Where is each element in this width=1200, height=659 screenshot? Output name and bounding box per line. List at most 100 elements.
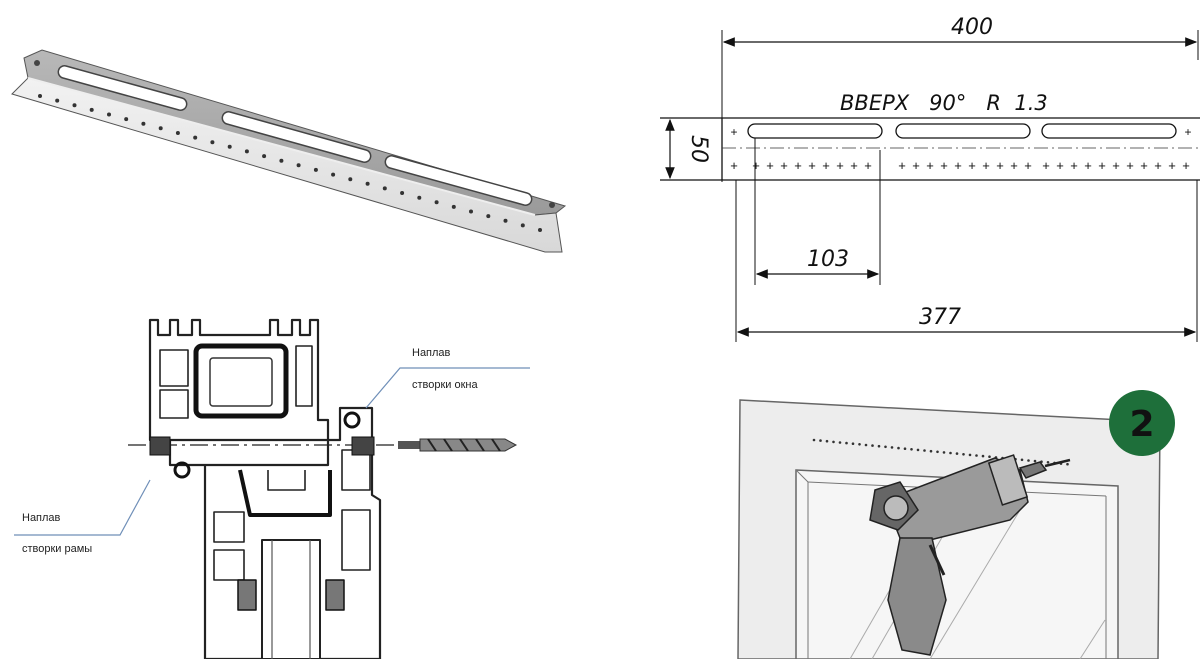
drawing-hole-mark: + bbox=[1084, 158, 1092, 173]
bracket-hole bbox=[262, 154, 267, 159]
label-sash-overlap-line2: створки окна bbox=[412, 379, 479, 391]
svg-text:+: + bbox=[730, 125, 737, 139]
drill-mark bbox=[916, 448, 920, 452]
drill-mark bbox=[1033, 459, 1037, 463]
drawing-hole-mark: + bbox=[836, 158, 844, 173]
dimension-height: 50 bbox=[660, 117, 711, 181]
bracket-slot bbox=[57, 65, 188, 111]
bracket-hole bbox=[520, 223, 525, 228]
drawing-hole-mark: + bbox=[912, 158, 920, 173]
drill-mark bbox=[832, 440, 835, 444]
bend-note: ВВЕРХ 90° R 1.3 bbox=[840, 91, 1048, 115]
drawing-hole-mark: + bbox=[926, 158, 934, 173]
drilling-illustration: 2 bbox=[600, 370, 1200, 659]
steel-reinforcement bbox=[238, 469, 332, 517]
drawing-hole-mark: + bbox=[752, 158, 760, 173]
drawing-hole-mark: + bbox=[1042, 158, 1050, 173]
drawing-hole-mark: + bbox=[1168, 158, 1176, 173]
bracket-hole bbox=[244, 149, 249, 154]
bracket-hole bbox=[348, 177, 353, 182]
step-number-badge: 2 bbox=[1109, 390, 1175, 456]
bracket-hole bbox=[227, 144, 232, 149]
bracket-hole bbox=[313, 167, 318, 172]
drill-mark bbox=[968, 453, 972, 457]
dimension-total-length: 400 bbox=[721, 15, 1199, 182]
bracket-hole bbox=[400, 191, 405, 195]
drawing-hole-row: +++++++++++++++++++++++++++++++ bbox=[730, 158, 1190, 173]
bracket-technical-drawing: 400 ВВЕРХ 90° R 1.3 + + + + + + + + + + + + + + + + + +… bbox=[600, 0, 1200, 370]
drill-mark bbox=[903, 447, 907, 450]
drill-mark bbox=[838, 441, 842, 444]
dimension-hole-pitch: 103 bbox=[754, 138, 881, 285]
drill-mark bbox=[825, 439, 829, 443]
drill-mark bbox=[988, 455, 991, 458]
bracket-hole bbox=[175, 131, 180, 135]
drawing-hole-mark: + bbox=[1056, 158, 1064, 173]
drawing-hole-mark: + bbox=[1112, 158, 1120, 173]
bracket-slot bbox=[221, 111, 372, 163]
drill-mark bbox=[910, 448, 913, 451]
drawing-hole-mark: + bbox=[780, 158, 788, 173]
dimension-label-103: 103 bbox=[807, 247, 849, 272]
bracket-hole bbox=[296, 163, 301, 168]
drawing-hole-mark: + bbox=[954, 158, 962, 173]
bracket-hole bbox=[538, 228, 542, 232]
electric-drill-icon bbox=[869, 454, 1071, 656]
step-number: 2 bbox=[1129, 404, 1154, 445]
label-sash-overlap-line1: Наплав bbox=[412, 347, 451, 359]
drawing-hole-mark: + bbox=[898, 158, 906, 173]
drill-mark-row bbox=[812, 438, 1069, 466]
drawing-hole-mark: + bbox=[864, 158, 872, 173]
label-frame-overlap-line2: створки рамы bbox=[22, 543, 92, 555]
bracket-hole bbox=[486, 214, 491, 219]
drill-mark bbox=[1020, 458, 1024, 462]
drawing-hole-mark: + bbox=[850, 158, 858, 173]
dimension-inner-length: 377 bbox=[735, 180, 1198, 342]
drawing-hole-mark: + bbox=[982, 158, 990, 173]
drill-mark bbox=[1046, 461, 1050, 464]
drill-mark bbox=[1027, 459, 1030, 462]
drill-mark bbox=[981, 454, 985, 458]
bracket-hole bbox=[434, 200, 439, 205]
dimension-label-400: 400 bbox=[951, 15, 993, 40]
bracket-hole bbox=[158, 126, 163, 131]
drawing-hole-mark: + bbox=[1126, 158, 1134, 173]
bracket-hole bbox=[38, 94, 42, 98]
bracket-hole bbox=[382, 186, 387, 191]
bracket-slots bbox=[57, 65, 533, 206]
drawing-slot bbox=[895, 123, 1031, 139]
bracket-hole bbox=[417, 195, 422, 200]
label-frame-overlap-line1: Наплав bbox=[22, 512, 61, 524]
bracket-hole bbox=[279, 158, 284, 163]
dimension-label-377: 377 bbox=[919, 305, 961, 330]
dimension-label-50: 50 bbox=[686, 135, 711, 163]
drill-mark bbox=[975, 454, 978, 457]
bracket-isometric-view bbox=[0, 0, 600, 290]
drawing-hole-mark: + bbox=[1024, 158, 1032, 173]
bracket-hole bbox=[503, 218, 508, 223]
drawing-hole-mark: + bbox=[996, 158, 1004, 173]
bracket-hole bbox=[107, 112, 111, 117]
drill-mark bbox=[858, 443, 861, 446]
drill-bit-icon bbox=[398, 438, 518, 452]
drawing-hole-mark: + bbox=[822, 158, 830, 173]
drawing-slot bbox=[747, 123, 883, 139]
glass-pane bbox=[261, 539, 321, 659]
bracket-hole bbox=[55, 98, 60, 103]
bracket-hole bbox=[124, 117, 129, 122]
bracket-hole bbox=[210, 140, 215, 145]
bracket-hole bbox=[89, 107, 94, 112]
drawing-hole-mark: + bbox=[968, 158, 976, 173]
drill-mark bbox=[942, 451, 946, 454]
bracket-front-flange bbox=[11, 77, 563, 253]
bracket-hole bbox=[193, 135, 198, 140]
drill-mark bbox=[877, 444, 881, 448]
drill-mark bbox=[936, 450, 939, 454]
drawing-hole-mark: + bbox=[730, 158, 738, 173]
bracket-hole bbox=[451, 204, 456, 209]
drill-mark bbox=[812, 438, 816, 442]
drill-mark bbox=[871, 444, 874, 447]
drawing-hole-mark: + bbox=[1098, 158, 1106, 173]
bracket-hole bbox=[365, 181, 370, 186]
screw-position bbox=[149, 436, 171, 456]
